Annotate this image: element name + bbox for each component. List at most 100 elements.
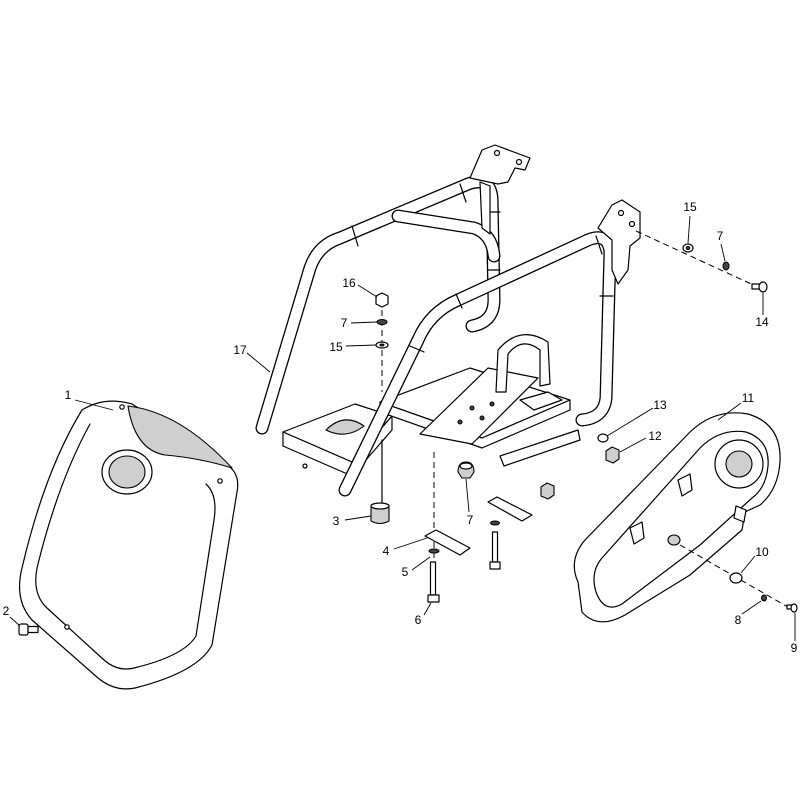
leader-6 bbox=[423, 602, 432, 616]
callout-8: 8 bbox=[735, 613, 742, 627]
leader-3 bbox=[344, 515, 372, 521]
callout-11: 11 bbox=[742, 391, 755, 405]
leader-8 bbox=[741, 600, 762, 615]
washer-15-right-hole bbox=[685, 246, 691, 250]
cover-screw-bottom bbox=[64, 624, 70, 630]
washer-7-right bbox=[722, 261, 730, 271]
tensioner-slot-1 bbox=[469, 405, 475, 411]
center-hardware bbox=[457, 433, 620, 500]
nut-lower bbox=[540, 482, 555, 500]
cover-opening bbox=[127, 405, 233, 469]
washer-right bbox=[490, 520, 500, 526]
plate-right bbox=[487, 496, 533, 522]
right-top-axis bbox=[635, 230, 761, 289]
callout-14: 14 bbox=[755, 315, 769, 329]
callout-7-left: 7 bbox=[341, 316, 348, 330]
right-top-hardware bbox=[635, 230, 768, 293]
leader-7-right bbox=[720, 243, 726, 262]
left-hardware-stack bbox=[370, 292, 533, 603]
tensioner-slot-3 bbox=[489, 401, 495, 407]
left-plate-cutout bbox=[325, 419, 365, 435]
belt-guard-part bbox=[573, 412, 781, 623]
left-plate-hole bbox=[302, 463, 308, 469]
leader-17 bbox=[246, 352, 271, 373]
tensioner-slot-4 bbox=[457, 419, 463, 425]
washer-5 bbox=[428, 548, 440, 554]
tensioner-plate bbox=[419, 367, 539, 445]
bolt-6-shaft bbox=[429, 561, 437, 596]
belt-guard-hole bbox=[667, 534, 681, 546]
rear-bracket-plate bbox=[479, 181, 491, 235]
callout-15-right: 15 bbox=[683, 200, 697, 214]
callout-5: 5 bbox=[402, 565, 409, 579]
bolt-6-head bbox=[427, 594, 440, 603]
tube-joint-rings bbox=[351, 183, 501, 271]
leader-15-left bbox=[345, 344, 377, 347]
bolt-9-head bbox=[790, 603, 798, 613]
leader-11 bbox=[717, 402, 742, 421]
washer-10 bbox=[729, 572, 743, 584]
callout-6: 6 bbox=[415, 613, 422, 627]
belt-guard-face bbox=[593, 430, 769, 608]
belt-guard-clip-lower bbox=[629, 521, 645, 545]
callout-labels: 1 2 3 4 5 6 7 7 7 8 9 10 11 12 13 14 15 … bbox=[3, 200, 798, 655]
frame-part bbox=[255, 144, 641, 497]
leader-13 bbox=[606, 407, 654, 437]
rear-bracket-hole-2 bbox=[515, 158, 523, 166]
callout-4: 4 bbox=[383, 544, 390, 558]
cover-screw-right bbox=[217, 478, 223, 484]
front-hoop-fill bbox=[339, 232, 616, 496]
leader-1 bbox=[74, 399, 114, 411]
washer-15-left-hole bbox=[379, 343, 385, 347]
callout-3: 3 bbox=[333, 514, 340, 528]
leader-7-left bbox=[350, 321, 378, 324]
leader-4 bbox=[393, 537, 428, 550]
callout-12: 12 bbox=[648, 429, 662, 443]
leader-10 bbox=[740, 555, 756, 574]
screw-shaft bbox=[27, 625, 39, 634]
callout-10: 10 bbox=[755, 545, 769, 559]
callout-13: 13 bbox=[653, 398, 667, 412]
cover-hole-inner bbox=[108, 455, 146, 489]
front-hoop-rings bbox=[409, 235, 614, 353]
callout-7-center: 7 bbox=[467, 513, 474, 527]
callout-15-left: 15 bbox=[329, 340, 343, 354]
leader-12 bbox=[619, 437, 647, 453]
cover-inner-face bbox=[35, 423, 216, 670]
rear-bracket-hole-1 bbox=[493, 149, 501, 157]
plate-4 bbox=[424, 529, 471, 556]
screw-part-2 bbox=[18, 623, 39, 636]
leader-2 bbox=[9, 616, 21, 627]
tensioner-slot-2 bbox=[479, 415, 485, 421]
knob-top bbox=[459, 462, 473, 470]
crossbar-fill bbox=[392, 210, 500, 262]
leader-lines bbox=[9, 215, 796, 641]
washer-7-left bbox=[376, 319, 388, 325]
side-bracket bbox=[499, 429, 581, 467]
screw-head bbox=[18, 623, 29, 636]
right-lower-hardware bbox=[679, 544, 798, 613]
leader-15-right bbox=[687, 215, 691, 244]
right-top-bracket bbox=[597, 199, 641, 285]
callout-7-right: 7 bbox=[717, 229, 724, 243]
rubber-mount-3 bbox=[370, 505, 390, 525]
callout-17: 17 bbox=[233, 343, 247, 357]
nut-12 bbox=[605, 446, 620, 464]
callout-16: 16 bbox=[342, 276, 356, 290]
belt-guard-tab bbox=[733, 505, 747, 523]
right-bracket-hole-1 bbox=[617, 209, 625, 217]
cover-screw-top bbox=[119, 404, 125, 410]
bolt-right-head bbox=[489, 561, 501, 570]
washer-13 bbox=[597, 433, 609, 443]
belt-guard-pulley-inner bbox=[725, 450, 753, 478]
front-cover-part bbox=[19, 400, 239, 690]
belt-guard-clip-upper bbox=[677, 473, 693, 497]
leader-7-center bbox=[465, 478, 470, 513]
nut-16 bbox=[375, 292, 389, 308]
leader-16 bbox=[357, 284, 378, 298]
guard-mount-bracket bbox=[519, 391, 563, 411]
bolt-14-head bbox=[758, 281, 768, 293]
leader-5 bbox=[411, 556, 431, 571]
callout-9: 9 bbox=[791, 641, 798, 655]
